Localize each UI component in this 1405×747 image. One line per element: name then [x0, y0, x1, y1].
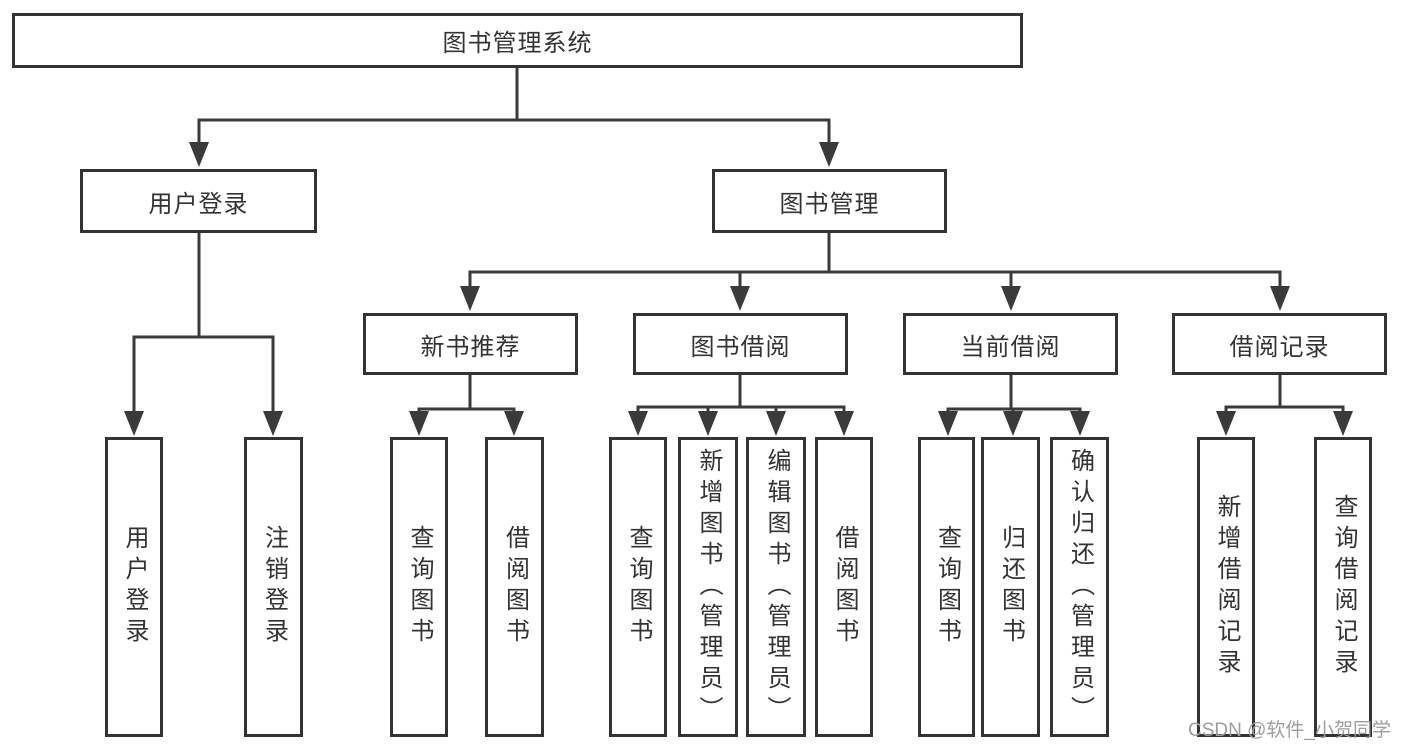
leaf-return-books: 归还图书 — [981, 437, 1040, 737]
node-current-borrowing: 当前借阅 — [903, 313, 1118, 375]
leaf-label: 查询图书 — [933, 525, 961, 649]
leaf-label: 查询图书 — [406, 525, 433, 649]
leaf-label: 编辑图书（管理员） — [763, 447, 790, 727]
node-book-borrowing: 图书借阅 — [633, 313, 848, 375]
leaf-label: 归还图书 — [997, 525, 1025, 649]
node-borrowing-records: 借阅记录 — [1172, 313, 1387, 375]
leaf-query-books-borrowing: 查询图书 — [609, 437, 667, 737]
node-label: 图书管理 — [779, 190, 880, 218]
leaf-label: 查询借阅记录 — [1330, 494, 1357, 680]
node-label: 用户登录 — [148, 190, 249, 218]
leaf-label: 新增借阅记录 — [1213, 494, 1240, 680]
leaf-label: 新增图书（管理员） — [695, 447, 722, 727]
leaf-query-borrow-record: 查询借阅记录 — [1314, 437, 1372, 737]
leaf-label: 借阅图书 — [501, 525, 529, 649]
leaf-query-books-current: 查询图书 — [918, 437, 975, 737]
leaf-label: 确认归还（管理员） — [1066, 447, 1094, 727]
leaf-edit-books-admin: 编辑图书（管理员） — [746, 437, 806, 737]
leaf-label: 借阅图书 — [831, 525, 858, 649]
leaf-logout: 注销登录 — [244, 437, 303, 737]
leaf-confirm-return-admin: 确认归还（管理员） — [1050, 437, 1109, 737]
node-user-login: 用户登录 — [80, 169, 317, 233]
leaf-add-books-admin: 新增图书（管理员） — [678, 437, 738, 737]
node-new-book-recommend: 新书推荐 — [363, 313, 578, 375]
csdn-watermark: CSDN @软件_小贺同学 — [1188, 720, 1391, 741]
leaf-add-borrow-record: 新增借阅记录 — [1197, 437, 1255, 737]
leaf-label: 注销登录 — [260, 525, 288, 649]
node-label: 新书推荐 — [420, 333, 521, 361]
leaf-borrow-books: 借阅图书 — [815, 437, 873, 737]
node-label: 图书管理系统 — [442, 30, 593, 57]
leaf-label: 用户登录 — [121, 525, 148, 649]
leaf-label: 查询图书 — [625, 525, 652, 649]
node-label: 借阅记录 — [1229, 333, 1330, 361]
node-book-management: 图书管理 — [712, 169, 947, 233]
node-label: 当前借阅 — [960, 333, 1061, 361]
node-library-management-system: 图书管理系统 — [12, 13, 1023, 68]
leaf-user-login: 用户登录 — [105, 437, 163, 737]
leaf-query-books-recommend: 查询图书 — [390, 437, 448, 737]
arrowheads — [124, 142, 1353, 436]
node-label: 图书借阅 — [690, 333, 791, 361]
leaf-borrow-books-recommend: 借阅图书 — [485, 437, 544, 737]
